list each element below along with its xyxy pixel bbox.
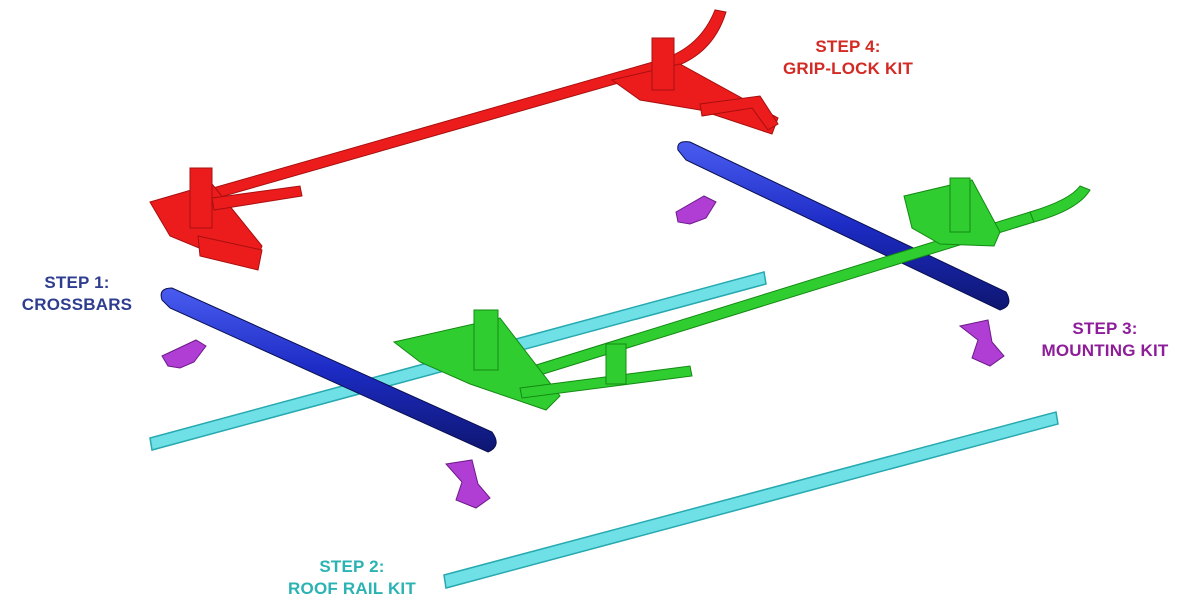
mounting-kit <box>161 195 1005 509</box>
crossbar-left <box>160 287 497 453</box>
step-1-label: STEP 1: CROSSBARS <box>4 272 150 316</box>
grip-lock-front-hook <box>1029 185 1091 223</box>
grip-lock-rear-left-clamp <box>189 167 213 229</box>
mount-clip-top <box>675 195 717 225</box>
step-3-label: STEP 3: MOUNTING KIT <box>1020 318 1190 362</box>
grip-lock-rear-hook <box>659 9 727 71</box>
step-1-title: CROSSBARS <box>21 295 133 314</box>
grip-lock-rear-left-arm <box>211 185 303 211</box>
step-4-number: STEP 4: <box>815 37 881 56</box>
grip-lock-rear-left-foot <box>197 235 263 271</box>
roof-rail-front <box>443 411 1059 589</box>
step-3-number: STEP 3: <box>1072 319 1138 338</box>
step-2-title: ROOF RAIL KIT <box>288 579 416 598</box>
mount-clip-bottom <box>445 459 491 509</box>
step-2-label: STEP 2: ROOF RAIL KIT <box>262 556 442 600</box>
mount-clip-right <box>958 319 1005 367</box>
step-1-number: STEP 1: <box>44 273 110 292</box>
grip-lock-kit-rear <box>149 9 779 271</box>
grip-lock-rear-top-clamp <box>651 37 675 91</box>
grip-lock-kit-front <box>392 177 1091 411</box>
step-3-title: MOUNTING KIT <box>1041 341 1169 360</box>
grip-lock-front-top-clamp <box>949 177 971 233</box>
grip-lock-rear-top-arm <box>699 95 779 131</box>
mount-clip-left <box>161 339 207 369</box>
step-2-number: STEP 2: <box>319 557 385 576</box>
grip-lock-front-mid-clamp <box>605 343 627 385</box>
crossbars <box>160 141 1010 453</box>
step-4-label: STEP 4: GRIP-LOCK KIT <box>764 36 932 80</box>
grip-lock-front-left-clamp <box>473 309 499 371</box>
grip-lock-rear-main-bar <box>184 59 665 207</box>
step-4-title: GRIP-LOCK KIT <box>782 59 914 78</box>
crossbar-right <box>677 141 1010 311</box>
roof-rail-kit <box>149 271 1059 589</box>
